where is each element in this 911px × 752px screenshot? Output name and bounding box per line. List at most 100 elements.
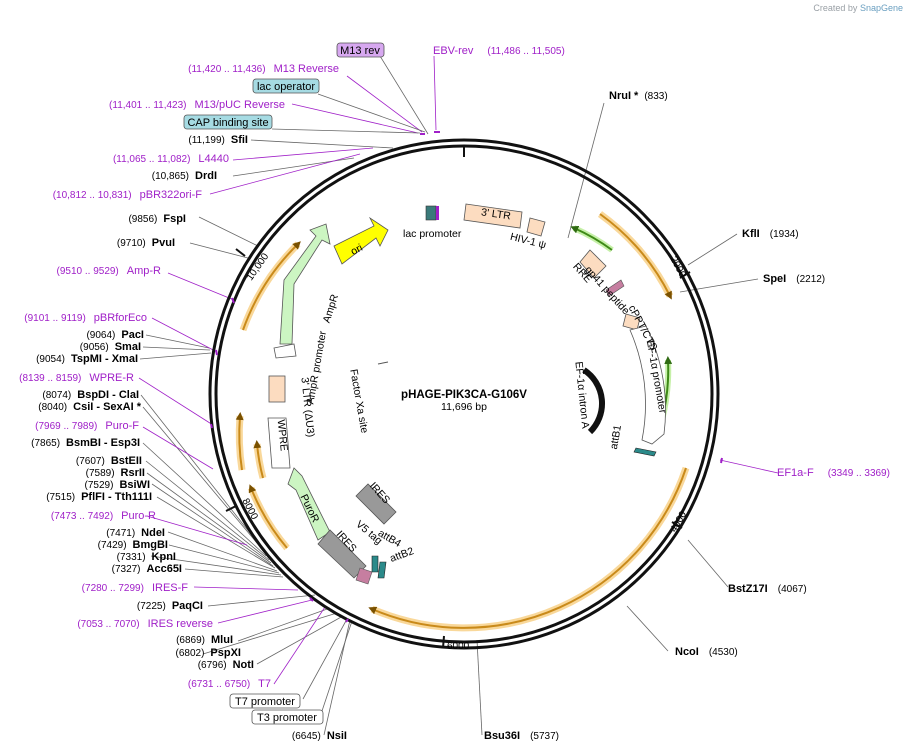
label-attb4: attB4 (376, 527, 403, 550)
ring-ticks (225, 145, 691, 649)
tick-label-6000: 6000 (447, 641, 470, 652)
hiv-psi-shape (526, 217, 546, 237)
primer-ef1a-f: EF1a-F(3349 .. 3369) (777, 467, 890, 479)
label-gp41: gp41 peptide (582, 264, 632, 317)
ef1a-intron-shape (582, 367, 605, 435)
enzyme-bspdi: (8074)BspDI - ClaI (42, 389, 139, 401)
enzyme-drdi: (10,865)DrdI (152, 170, 217, 182)
enzyme-mlui: (6869)MluI (176, 634, 233, 646)
attb1-shape (633, 447, 657, 457)
primer-amp-r: (9510 .. 9529)Amp-R (57, 265, 162, 277)
ampr-shape (279, 223, 331, 345)
attb4-shape (371, 555, 379, 573)
enzyme-pvui: (9710)PvuI (117, 237, 175, 249)
label-attb1: attB1 (608, 424, 624, 450)
enzyme-bsiwi: (7529)BsiWI (85, 479, 150, 491)
boxed-label-t7-promoter: T7 promoter (229, 693, 301, 709)
primer-puro-f: (7969 .. 7989)Puro-F (35, 420, 139, 432)
boxed-label-lac-operator: lac operator (252, 78, 320, 94)
lac-promoter-shape (425, 205, 437, 221)
ampr-promoter-shape (273, 343, 297, 359)
primer-l4440: (11,065 .. 11,082)L4440 (113, 153, 229, 165)
enzyme-bsu36i: Bsu36I(5737) (484, 730, 559, 742)
label-wpre: WPRE (275, 419, 290, 452)
enzyme-ndei: (7471)NdeI (106, 527, 165, 539)
primer-puro-r: (7473 .. 7492)Puro-R (51, 510, 156, 522)
svg-text:lac operator: lac operator (257, 81, 315, 93)
primer-leader-lines (138, 55, 779, 685)
boxed-label-cap: CAP binding site (183, 114, 273, 130)
enzyme-labels-left: (6645)NsiI (6796)NotI (6802)PspXI (6869)… (31, 134, 347, 742)
attb2-shape (377, 561, 387, 579)
inner-features (267, 203, 666, 585)
svg-text:M13 rev: M13 rev (340, 45, 380, 57)
feature-leader-lines (271, 55, 429, 715)
primer-m13-reverse: (11,420 .. 11,436)M13 Reverse (188, 63, 339, 75)
enzyme-pspxi: (6802)PspXI (176, 647, 241, 659)
enzyme-rsrii: (7589)RsrII (86, 467, 145, 479)
gp41-shape (605, 279, 625, 297)
enzyme-csii: (8040)CsiI - SexAI * (38, 401, 141, 413)
plasmid-name: pHAGE-PIK3CA-G106V (401, 389, 527, 401)
ltr3-shape (463, 203, 523, 229)
label-ori: ori (349, 242, 365, 258)
boxed-label-t3-promoter: T3 promoter (251, 709, 324, 725)
snapgene-credit: Created by SnapGene (813, 3, 903, 13)
enzyme-noti: (6796)NotI (198, 659, 254, 671)
primer-t7: (6731 .. 6750)T7 (188, 678, 271, 690)
primer-pbr322ori-f: (10,812 .. 10,831)pBR322ori-F (53, 189, 203, 201)
svg-text:T7 promoter: T7 promoter (235, 696, 295, 708)
enzyme-tspmi: (9054)TspMI - XmaI (36, 353, 138, 365)
orf-arc-top (597, 211, 674, 298)
boxed-label-m13rev: M13 rev (336, 42, 385, 58)
enzyme-nsii: (6645)NsiI (292, 730, 347, 742)
ires-inner-shape (355, 483, 397, 525)
label-factor-xa: Factor Xa site (347, 368, 370, 434)
plasmid-size: 11,696 bp (441, 401, 487, 413)
svg-text:CAP binding site: CAP binding site (187, 117, 268, 129)
primer-labels-left: (11,420 .. 11,436)M13 Reverse (11,401 ..… (19, 63, 339, 690)
enzyme-fspi: (9856)FspI (128, 213, 186, 225)
enzyme-ncoi: NcoI(4530) (675, 646, 738, 658)
enzyme-bstz17i: BstZ17I(4067) (728, 583, 807, 595)
svg-text:T3 promoter: T3 promoter (257, 712, 317, 724)
ori-shape (333, 216, 389, 265)
primer-m13-puc-reverse: (11,401 .. 11,423)M13/pUC Reverse (109, 99, 285, 111)
factor-xa-mark (377, 361, 389, 365)
ires-outer-shape (317, 529, 367, 579)
enzyme-sfii: (11,199)SfiI (188, 134, 248, 146)
enzyme-paqci: (7225)PaqCI (137, 600, 203, 612)
label-attb2: attB2 (388, 545, 415, 565)
enzyme-nrui: NruI *(833) (609, 90, 668, 102)
enzyme-leader-lines (139, 102, 759, 736)
enzyme-bsteii: (7607)BstEII (76, 455, 142, 467)
rre-shape (579, 249, 607, 279)
primer-ires-reverse: (7053 .. 7070)IRES reverse (77, 618, 213, 630)
ltr-du3-shape (268, 375, 286, 403)
backbone-outer (208, 138, 720, 650)
primer-marks (210, 131, 723, 623)
primer-ires-f: (7280 .. 7299)IRES-F (82, 582, 189, 594)
primer-ebv-rev: EBV-rev(11,486 .. 11,505) (433, 45, 565, 57)
label-3ltr: 3' LTR (480, 206, 512, 222)
enzyme-kpni: (7331)KpnI (117, 551, 176, 563)
enzyme-paci: (9064)PacI (86, 329, 144, 341)
wpre-shape (267, 417, 291, 469)
label-lac-promoter: lac promoter (403, 228, 462, 240)
enzyme-acc65i: (7327)Acc65I (112, 563, 182, 575)
enzyme-pflfi: (7515)PflFI - Tth111I (46, 491, 152, 503)
tick-label-4000: 4000 (669, 509, 690, 534)
primer-pbrforeco: (9101 .. 9119)pBRforEco (24, 312, 147, 324)
v5-tag-shape (355, 567, 373, 585)
enzyme-smai: (9056)SmaI (80, 341, 141, 353)
orf-arcs (235, 211, 690, 632)
enzyme-bmgbi: (7429)BmgBI (98, 539, 168, 551)
credit-prefix: Created by (813, 3, 858, 13)
enzyme-bsmbi: (7865)BsmBI - Esp3I (31, 437, 140, 449)
label-ampr: AmpR (321, 293, 342, 325)
enzyme-kfli: KflI(1934) (742, 228, 799, 240)
enzyme-spei: SpeI(2212) (763, 273, 825, 285)
primer-wpre-r: (8139 .. 8159)WPRE-R (19, 372, 134, 384)
ef1a-promoter-shape (629, 325, 666, 445)
